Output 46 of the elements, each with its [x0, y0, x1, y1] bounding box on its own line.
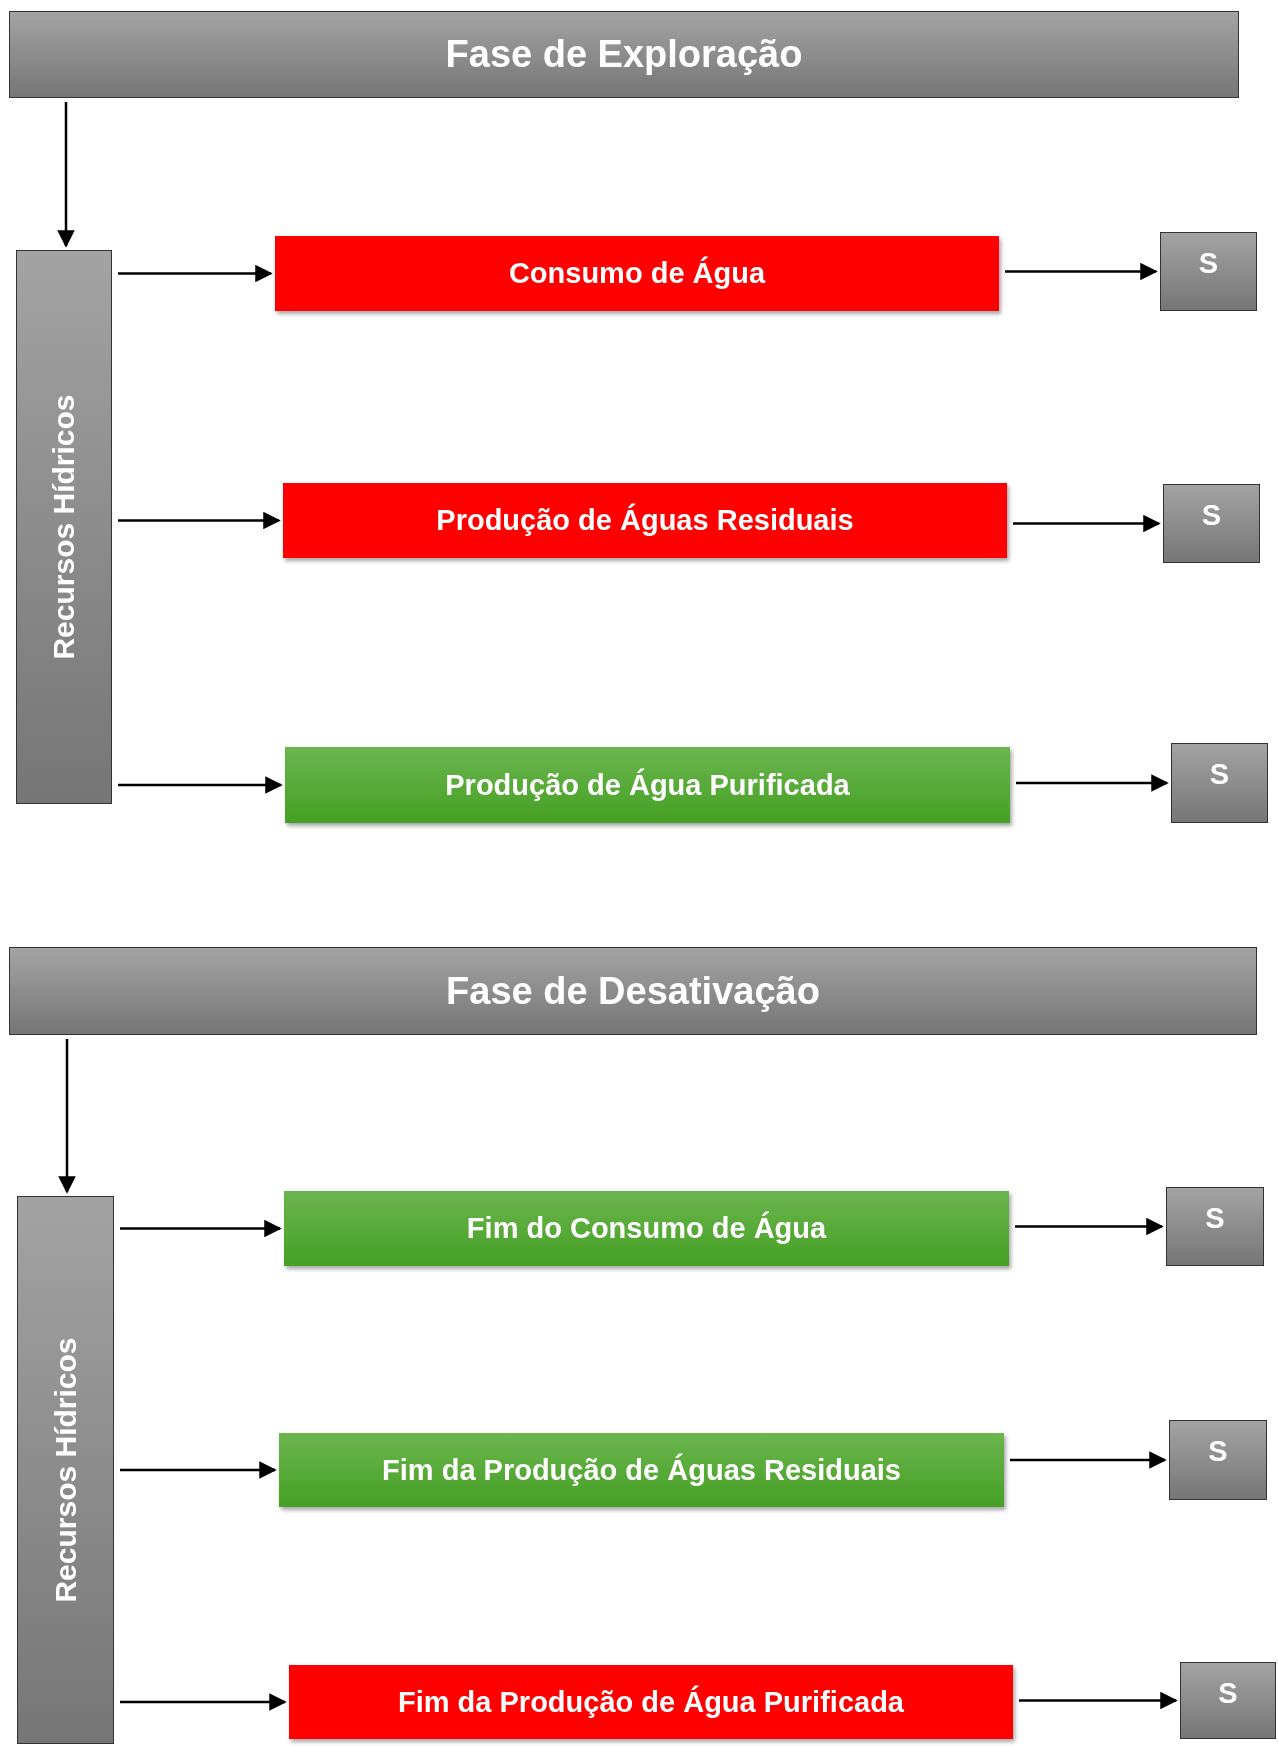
box-label: Produção de Águas Residuais — [436, 504, 854, 537]
arrow — [118, 776, 283, 794]
output-box — [1160, 232, 1257, 311]
output-box — [1166, 1187, 1264, 1266]
phase-title: Fase de Desativação — [446, 969, 820, 1013]
phase-header-bar — [9, 947, 1257, 1035]
arrow — [57, 102, 75, 248]
phase-header-bar — [9, 11, 1239, 98]
arrow — [120, 1219, 282, 1238]
box-label: S — [1209, 758, 1230, 791]
output-box — [1180, 1662, 1276, 1739]
arrow — [1010, 1451, 1167, 1469]
box-label: Fim da Produção de Águas Residuais — [382, 1453, 901, 1487]
box-label: Produção de Água Purificada — [445, 768, 850, 802]
box-label: S — [1208, 1435, 1228, 1468]
box-label: Fim da Produção de Água Purificada — [398, 1685, 904, 1719]
resource-bar — [16, 250, 112, 804]
arrow — [58, 1039, 76, 1194]
process-box — [275, 236, 999, 311]
box-label: Consumo de Água — [508, 257, 766, 290]
box-label: S — [1218, 1677, 1238, 1710]
box-label: S — [1201, 499, 1222, 532]
box-label: Fim do Consumo de Água — [466, 1212, 827, 1245]
process-box — [283, 483, 1007, 558]
process-box — [289, 1665, 1013, 1739]
arrow — [1015, 1217, 1164, 1236]
arrow — [1019, 1691, 1178, 1710]
output-box — [1163, 484, 1260, 563]
arrow — [118, 264, 273, 283]
arrow — [1005, 262, 1158, 281]
phase-title: Fase de Exploração — [445, 33, 803, 76]
resource-bar — [17, 1196, 114, 1744]
process-box — [284, 1191, 1009, 1266]
resource-label: Recursos Hídricos — [48, 1337, 83, 1603]
arrow — [120, 1693, 287, 1711]
process-box — [285, 747, 1010, 823]
output-box — [1169, 1420, 1267, 1500]
output-box — [1171, 743, 1268, 823]
arrow — [120, 1461, 277, 1479]
arrow — [1013, 514, 1161, 533]
box-label: S — [1198, 247, 1219, 280]
box-label: S — [1205, 1202, 1225, 1235]
resource-label: Recursos Hídricos — [47, 394, 81, 660]
arrow — [118, 511, 281, 530]
arrow — [1016, 774, 1169, 792]
process-box — [279, 1433, 1004, 1507]
